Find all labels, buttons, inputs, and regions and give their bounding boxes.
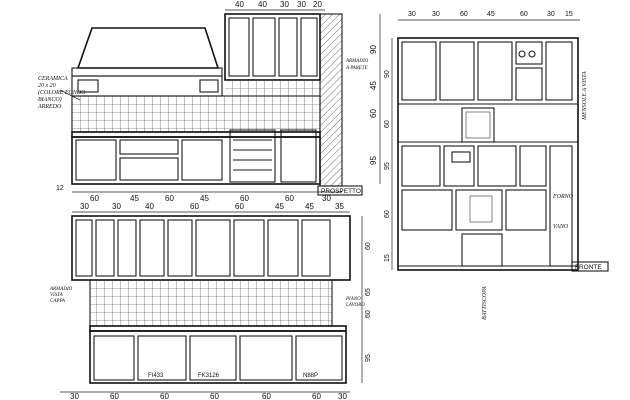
dim-label: 60: [160, 392, 169, 400]
note-text: ARMADIO: [49, 287, 73, 292]
top-dims: 40 40 30 30 20: [235, 0, 322, 9]
dim-label: 30: [70, 392, 79, 400]
view-label: PROSPETTO: [321, 188, 361, 195]
dim-label: 40: [145, 202, 154, 211]
note-text: VISTA: [50, 293, 64, 298]
dim-label: 30: [322, 194, 331, 203]
right-elevation: 30 30 60 45 60 30 15: [384, 11, 609, 320]
dim-label: 95: [365, 354, 372, 362]
wall-outline: [397, 37, 579, 271]
view-label: FRONTE: [575, 264, 602, 271]
dim-label: 30: [80, 202, 89, 211]
hood-base: [71, 67, 223, 77]
note-text: PIANO: [345, 297, 361, 302]
dim-label: 60: [384, 120, 391, 128]
dim-label: 60: [365, 310, 372, 318]
dim-label: 60: [110, 392, 119, 400]
top-elevation: 40 40 30 30 20: [37, 0, 381, 203]
note-text: VANO: [553, 224, 569, 230]
oven-upper: [461, 107, 495, 143]
bottom-right-dims: 60 65 60 95: [365, 242, 372, 362]
note-text: BATTISCOPA: [482, 286, 488, 320]
dim-label: 30: [547, 11, 555, 18]
dim-label: 30: [112, 202, 121, 211]
dim-label: 40: [235, 0, 244, 9]
dim-label: 60: [190, 202, 199, 211]
dim-label: 60: [285, 194, 294, 203]
dim-label: 60: [90, 194, 99, 203]
dim-label: 60: [235, 202, 244, 211]
dim-label: 30: [280, 0, 289, 9]
note-text: BIANCO): [38, 96, 62, 103]
dim-label: 60: [165, 194, 174, 203]
dim-label: 60: [460, 11, 468, 18]
dim-label: 90: [369, 45, 378, 54]
note-text: ARREDO: [37, 104, 62, 110]
dim-label: 40: [258, 0, 267, 9]
dim-label: 60: [384, 210, 391, 218]
note-text: A PARETE: [345, 66, 368, 71]
dim-label: 60: [210, 392, 219, 400]
right-top-dims: 30 30 60 45 60 30 15: [408, 11, 573, 18]
dim-label: 30: [297, 0, 306, 9]
right-left-dims: 90 60 95 60 15: [384, 70, 391, 262]
appliance-label: N88P: [303, 373, 318, 379]
dim-label: 12: [56, 185, 64, 192]
note-text: CAPPA: [50, 299, 66, 304]
note-text: ARMADIO: [345, 59, 369, 64]
base-cabinets: [71, 136, 321, 185]
dim-label: 60: [369, 109, 378, 118]
left-dims: 90 45 60 95: [369, 45, 378, 165]
bottom-elevation: 30 30 40 60 60 45 45 35: [49, 202, 372, 400]
note-text: 20 x 20: [38, 83, 56, 89]
material-notes: CERAMICA 20 x 20 (COLORE FONDO BIANCO) A…: [37, 76, 86, 110]
bottom-top-dims: 30 30 40 60 60 45 45 35: [80, 202, 344, 211]
dim-label: 45: [487, 11, 495, 18]
dim-label: 90: [384, 70, 391, 78]
dim-label: 65: [365, 288, 372, 296]
base-cabinets-lower: [89, 330, 347, 384]
dim-label: 45: [130, 194, 139, 203]
dim-label: 45: [200, 194, 209, 203]
dim-label: 95: [369, 156, 378, 165]
dim-label: 60: [520, 11, 528, 18]
tile-backsplash: [72, 96, 320, 132]
bottom-dims: 60 45 60 45 60 60 30: [90, 194, 331, 203]
dim-label: 15: [565, 11, 573, 18]
dim-label: 45: [369, 81, 378, 90]
dim-label: 95: [384, 162, 391, 170]
bottom-bottom-dims: 30 60 60 60 60 60 30: [70, 392, 347, 400]
wall-section: [320, 14, 342, 186]
tile-backsplash-lower: [90, 280, 332, 326]
note-text: MENSOLE A VISTA: [582, 71, 588, 121]
dim-label: 45: [275, 202, 284, 211]
dim-label: 35: [335, 202, 344, 211]
range-hood: [76, 27, 220, 69]
dim-label: 30: [338, 392, 347, 400]
dim-label: 60: [312, 392, 321, 400]
appliance-label: FK3126: [198, 373, 220, 379]
note-text: (COLORE FONDO: [38, 89, 86, 96]
dim-label: 60: [262, 392, 271, 400]
appliance-label: FI433: [148, 373, 164, 379]
appliance-labels: FI433 FK3126 N88P: [148, 373, 318, 379]
note-text: CERAMICA: [38, 76, 68, 82]
dim-label: 15: [384, 254, 391, 262]
upper-cabinets: [224, 13, 321, 81]
dim-label: 20: [313, 0, 322, 9]
note-text: LAVORO: [345, 303, 365, 308]
dim-label: 30: [432, 11, 440, 18]
dim-label: 60: [240, 194, 249, 203]
dim-label: 45: [305, 202, 314, 211]
dim-label: 60: [365, 242, 372, 250]
oven-lower: [455, 189, 503, 231]
dim-label: 30: [408, 11, 416, 18]
note-text: FORNO: [552, 194, 574, 200]
